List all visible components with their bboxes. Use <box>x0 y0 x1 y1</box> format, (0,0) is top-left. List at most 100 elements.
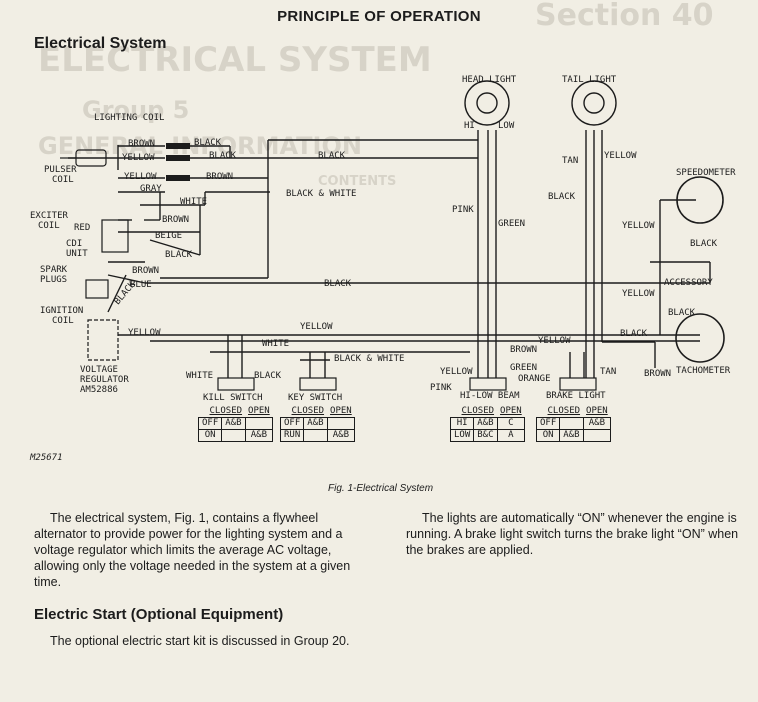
label-spark-plugs-1: SPARK <box>40 265 68 275</box>
wire-label: BLACK <box>209 151 237 161</box>
wire-label: TAN <box>600 367 616 377</box>
ghost-contents: CONTENTS <box>318 174 397 189</box>
wire-label: BLACK <box>165 250 193 260</box>
label-accessory: ACCESSORY <box>664 278 713 288</box>
wires <box>68 130 711 378</box>
label-ignition-coil-1: IGNITION <box>40 306 83 316</box>
label-low: LOW <box>498 121 515 131</box>
label-pulser-coil-2: COIL <box>52 175 74 185</box>
label-tachometer: TACHOMETER <box>676 366 731 376</box>
wire-label: YELLOW <box>538 336 571 346</box>
page-title: PRINCIPLE OF OPERATION <box>277 8 481 25</box>
label-ignition-coil-2: COIL <box>52 316 74 326</box>
paragraph-electrical-system: The electrical system, Fig. 1, contains … <box>34 511 351 589</box>
table-cell: A&B <box>244 429 274 442</box>
table-header: CLOSED <box>461 406 495 416</box>
label-tail-light: TAIL LIGHT <box>562 75 617 85</box>
table-cell: A <box>496 429 526 442</box>
wire-label: BLACK <box>668 308 696 318</box>
drawing-code: M25671 <box>30 453 63 463</box>
wire-label: YELLOW <box>604 151 637 161</box>
table-header: OPEN <box>330 406 352 416</box>
section-title: Electrical System <box>34 35 167 52</box>
wire-label: BROWN <box>644 369 671 379</box>
wire-label: BROWN <box>162 215 189 225</box>
table-cell <box>303 429 328 442</box>
label-hi: HI <box>464 121 475 131</box>
label-brake-light: BRAKE LIGHT <box>546 391 606 401</box>
wire-label: PINK <box>452 205 474 215</box>
table-header: CLOSED <box>291 406 325 416</box>
wire-label: YELLOW <box>128 328 161 338</box>
table-cell: RUN <box>279 429 305 442</box>
figure-caption: Fig. 1-Electrical System <box>328 483 434 494</box>
table-header: CLOSED <box>547 406 581 416</box>
wire-label: YELLOW <box>124 172 157 182</box>
label-exciter-coil-2: COIL <box>38 221 60 231</box>
wire-label: RED <box>74 223 90 233</box>
label-exciter-coil-1: EXCITER <box>30 211 69 221</box>
table-cell: A&B <box>326 429 356 442</box>
paragraph-electric-start: The optional electric start kit is discu… <box>50 634 350 648</box>
wire-label: BROWN <box>510 345 537 355</box>
wire-label: GRAY <box>140 184 162 194</box>
connector-blocks <box>166 143 190 181</box>
table-cell: OFF <box>279 417 305 430</box>
label-spark-plugs-2: PLUGS <box>40 275 67 285</box>
table-cell <box>244 417 274 430</box>
tachometer-symbol <box>675 313 725 363</box>
table-header: OPEN <box>248 406 270 416</box>
wire-label: YELLOW <box>622 289 655 299</box>
wire-label: YELLOW <box>622 221 655 231</box>
table-cell: A&B <box>303 417 328 430</box>
wire-label: YELLOW <box>440 367 473 377</box>
paragraph-lights: The lights are automatically “ON” whenev… <box>406 511 739 557</box>
table-header: CLOSED <box>209 406 243 416</box>
wire-label: BLACK & WHITE <box>286 189 356 199</box>
wire-label: BLACK <box>254 371 282 381</box>
table-header: OPEN <box>586 406 608 416</box>
wire-label: BLACK & WHITE <box>334 354 404 364</box>
wire-label: BROWN <box>206 172 233 182</box>
wire-label: BLACK <box>318 151 346 161</box>
ghost-electrical-system: ELECTRICAL SYSTEM <box>38 40 432 80</box>
table-cell: OFF <box>197 417 223 430</box>
tail-light-symbol <box>571 80 617 126</box>
wire-label: TAN <box>562 156 578 166</box>
wire-label: WHITE <box>180 197 207 207</box>
wire-label: BLACK <box>324 279 352 289</box>
table-cell: HI <box>449 417 475 430</box>
label-voltage-regulator-3: AM52886 <box>80 385 118 395</box>
label-speedometer: SPEEDOMETER <box>676 168 736 178</box>
label-hi-low-beam: HI-LOW BEAM <box>460 391 520 401</box>
voltage-regulator-symbol <box>87 319 119 361</box>
wire-label: BROWN <box>128 139 155 149</box>
label-key-switch: KEY SWITCH <box>288 393 342 403</box>
wire-label: GREEN <box>510 363 537 373</box>
label-pulser-coil-1: PULSER <box>44 165 77 175</box>
label-head-light: HEAD LIGHT <box>462 75 517 85</box>
table-cell: A&B <box>221 417 246 430</box>
label-voltage-regulator-2: REGULATOR <box>80 375 129 385</box>
table-cell <box>326 417 356 430</box>
switch-symbols <box>217 377 597 391</box>
table-cell: A&B <box>559 429 584 442</box>
ghost-section: Section 40 <box>535 0 714 33</box>
label-voltage-regulator-1: VOLTAGE <box>80 365 118 375</box>
table-cell <box>559 417 584 430</box>
wire-label: YELLOW <box>122 153 155 163</box>
label-kill-switch: KILL SWITCH <box>203 393 263 403</box>
wire-label: WHITE <box>186 371 213 381</box>
wire-label: BLACK <box>620 329 648 339</box>
table-cell <box>221 429 246 442</box>
table-cell: LOW <box>449 429 475 442</box>
table-cell: ON <box>197 429 223 442</box>
table-cell: C <box>496 417 526 430</box>
wire-label: BLUE <box>130 280 152 290</box>
wire-label: ORANGE <box>518 374 551 384</box>
cdi-unit-symbol <box>85 219 129 299</box>
speedometer-symbol <box>676 176 724 224</box>
